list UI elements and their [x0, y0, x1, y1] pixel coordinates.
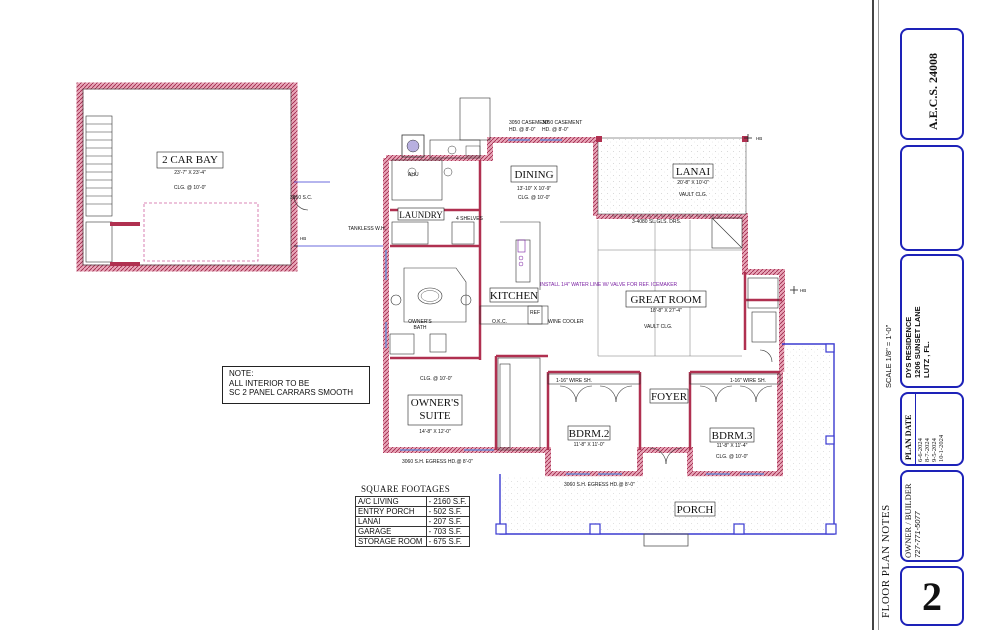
- car-bay-size: 23'-7" X 23'-4": [174, 170, 206, 176]
- wire-shelf-1: 1-16" WIRE SH.: [556, 378, 592, 384]
- project-number-box: [900, 28, 964, 140]
- sqft-value: - 2160 S.F.: [425, 496, 471, 507]
- note-line-3: SC 2 PANEL CARRARS SMOOTH: [229, 388, 354, 397]
- residence-name: DYS RESIDENCE: [904, 316, 913, 378]
- casement-label-2: 3050 CASEMENT: [542, 120, 582, 126]
- sqft-label: GARAGE: [355, 526, 427, 537]
- residence-address: 1206 SUNSET LANE: [913, 306, 922, 378]
- sqft-value: - 703 S.F.: [425, 526, 471, 537]
- front-porch: [495, 343, 837, 547]
- sqft-value: - 675 S.F.: [425, 536, 471, 547]
- car-bay-name: 2 CAR BAY: [162, 154, 218, 166]
- garage-door-outline: [143, 202, 259, 262]
- bathtub: [417, 287, 443, 305]
- lanai-size: 20'-8" X 10'-0": [677, 180, 709, 186]
- owners-suite-ceiling: CLG. @ 10'-0": [420, 376, 452, 382]
- sqft-label: ENTRY PORCH: [355, 506, 427, 517]
- scale-label: SCALE 1/8" = 1'-0": [884, 324, 893, 388]
- table-row: STORAGE ROOM - 675 S.F.: [355, 536, 471, 547]
- dining-size: 13'-10" X 10'-9": [517, 186, 552, 192]
- logo-box: [900, 145, 964, 251]
- garage: [76, 82, 384, 272]
- bdrm2-name: BDRM.2: [569, 428, 610, 440]
- plan-date-label: PLAN DATE: [904, 414, 913, 460]
- note-line-2: ALL INTERIOR TO BE: [229, 378, 310, 388]
- residence-city: LUTZ , FL.: [922, 341, 931, 378]
- sheet-number-box: [900, 566, 964, 626]
- egress-window-1: 3060 S.H. EGRESS HD.@ 8'-0": [402, 459, 473, 465]
- owners-bath-name-2: BATH: [414, 325, 427, 331]
- bdrm2-size: 11'-8" X 11'-0": [574, 442, 605, 448]
- sheet-number: 2: [922, 573, 942, 619]
- hb-label-lanai: HB: [756, 136, 762, 141]
- owner-label: OWNER / BUILDER: [903, 483, 913, 558]
- water-line-note: INSTALL 1/4" WATER LINE W/ VALVE FOR REF…: [540, 282, 678, 288]
- laundry-name: LAUNDRY: [399, 210, 443, 220]
- kitchen-name: KITCHEN: [490, 290, 538, 302]
- owners-suite-name-2: SUITE: [419, 410, 450, 422]
- sqft-label: STORAGE ROOM: [355, 536, 427, 547]
- okc-label: O.K.C.: [492, 319, 507, 325]
- garage-entry-door: 3050 S.C.: [290, 195, 312, 201]
- plan-date-3: 9-5-2024: [931, 438, 938, 462]
- great-room-name: GREAT ROOM: [630, 294, 701, 306]
- sqft-value: - 502 S.F.: [425, 506, 471, 517]
- owners-suite-name-1: OWNER'S: [411, 397, 459, 409]
- porch-name: PORCH: [677, 504, 714, 516]
- tankless-label: TANKLESS W.H.: [348, 226, 386, 232]
- square-footages-table: A/C LIVING - 2160 S.F. ENTRY PORCH - 502…: [355, 496, 471, 547]
- plan-date-2: 8-7-2024: [924, 438, 931, 462]
- table-row: A/C LIVING - 2160 S.F.: [355, 496, 471, 507]
- car-bay-ceiling: CLG. @ 10'-0": [174, 185, 206, 191]
- lanai-slab: [597, 137, 747, 215]
- casement-hd-1: HD. @ 8'-0": [509, 127, 536, 133]
- garage-hb-label: HB: [300, 236, 306, 241]
- casement-label-1: 3050 CASEMENT: [509, 120, 549, 126]
- house-walls: [383, 97, 785, 477]
- owner-phone: 727-771-5077: [913, 511, 922, 558]
- dining-name: DINING: [514, 169, 553, 181]
- table-row: LANAI - 207 S.F.: [355, 516, 471, 527]
- egress-window-2: 3060 S.H. EGRESS HD.@ 8'-0": [564, 482, 635, 488]
- dining-ceiling: CLG. @ 10'-0": [518, 195, 550, 201]
- table-row: GARAGE - 703 S.F.: [355, 526, 471, 537]
- great-room-size: 18'-8" X 27'-4": [650, 308, 682, 314]
- plan-date-box: [900, 392, 964, 466]
- wire-shelf-2: 1-16" WIRE SH.: [730, 378, 766, 384]
- table-row: ENTRY PORCH - 502 S.F.: [355, 506, 471, 517]
- ahu-label: AHU: [408, 172, 419, 178]
- sheet-title: FLOOR PLAN NOTES: [880, 504, 892, 618]
- casement-hd-2: HD. @ 8'-0": [542, 127, 569, 133]
- garage-stairs: [85, 115, 113, 217]
- wine-cooler-label: WINE COOLER: [548, 319, 584, 325]
- sliding-door-label: 3-4080 SL.GLS. DRS.: [632, 219, 681, 225]
- plan-date-1: 6-6-2024: [917, 438, 924, 462]
- bdrm3-ceiling: CLG. @ 10'-0": [716, 454, 748, 460]
- sqft-label: A/C LIVING: [355, 496, 427, 507]
- shelves-label: 4 SHELVES: [456, 216, 484, 222]
- owners-bath-name-1: OWNER'S: [408, 319, 432, 325]
- owner-box: [900, 470, 964, 562]
- hb-label-right: HB: [800, 288, 806, 293]
- square-footages-title: SQUARE FOOTAGES: [361, 484, 451, 494]
- owners-suite-size: 14'-8" X 12'-0": [419, 429, 451, 435]
- sqft-value: - 207 S.F.: [425, 516, 471, 527]
- residence-box: [900, 254, 964, 388]
- bdrm3-size: 11'-8" X 11'-4": [717, 443, 748, 449]
- foyer-name: FOYER: [651, 391, 688, 403]
- plan-date-4: 10-1-2024: [938, 434, 945, 462]
- lanai-ceiling: VAULT CLG.: [679, 192, 707, 198]
- bdrm3-name: BDRM.3: [712, 430, 753, 442]
- lanai-name: LANAI: [676, 166, 711, 178]
- sqft-label: LANAI: [355, 516, 427, 527]
- ref-label: REF: [530, 310, 540, 316]
- project-number: A.E.C.S. 24008: [926, 52, 940, 130]
- interior-note: NOTE: ALL INTERIOR TO BE SC 2 PANEL CARR…: [222, 366, 370, 404]
- great-room-ceiling: VAULT CLG.: [644, 324, 672, 330]
- note-line-1: NOTE:: [229, 369, 254, 378]
